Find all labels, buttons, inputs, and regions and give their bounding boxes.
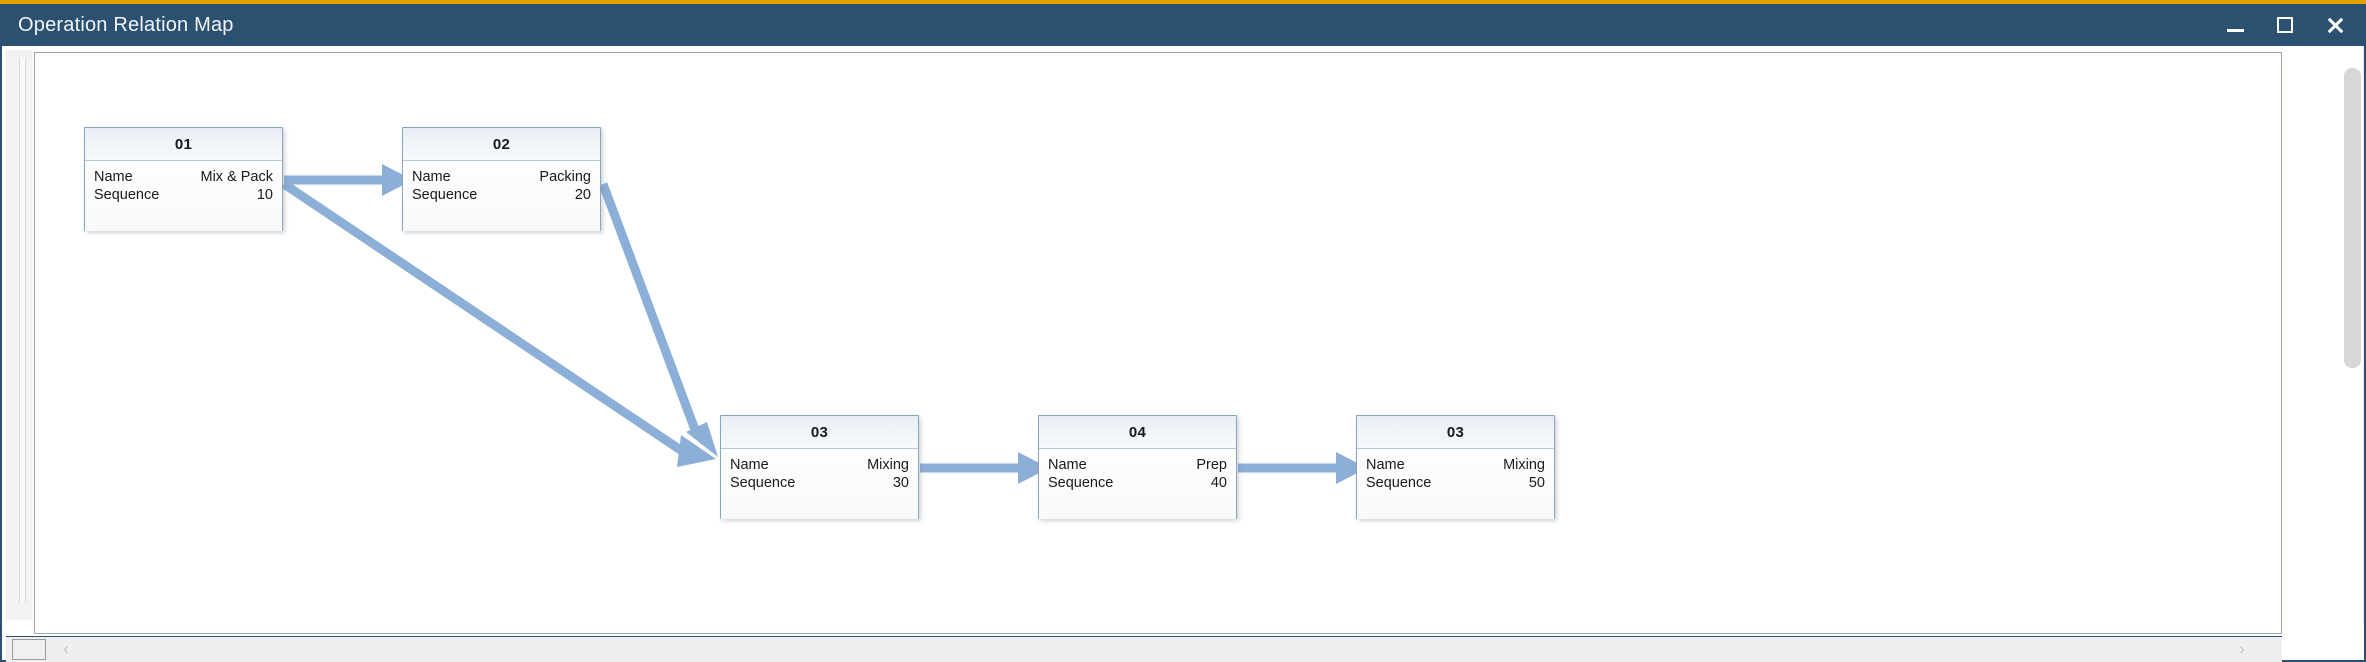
node-sequence-value: 50: [1528, 475, 1545, 491]
node-header-label: 04: [1128, 423, 1147, 441]
close-button[interactable]: [2312, 4, 2358, 46]
vertical-scrollbar[interactable]: [2340, 46, 2364, 624]
node-header: 04: [1039, 416, 1236, 449]
close-icon: [2326, 16, 2344, 34]
arrow-node-01-to-node-02: [284, 164, 413, 196]
minimize-icon: [2226, 28, 2244, 32]
node-name-label: Name: [94, 169, 133, 185]
diagram-canvas-container[interactable]: 01 Name Mix & Pack Sequence 10: [34, 52, 2282, 634]
node-header-label: 02: [492, 135, 511, 153]
node-row-name: Name Mixing: [730, 456, 909, 474]
node-body: Name Mixing Sequence 50: [1357, 449, 1554, 519]
window-title: Operation Relation Map: [18, 14, 234, 36]
node-row-name: Name Mix & Pack: [94, 168, 273, 186]
vertical-scrollbar-track[interactable]: [2363, 46, 2364, 624]
node-header: 03: [1357, 416, 1554, 449]
maximize-button[interactable]: [2262, 4, 2308, 46]
node-header: 02: [403, 128, 600, 161]
node-row-sequence: Sequence 50: [1366, 474, 1545, 492]
node-body: Name Packing Sequence 20: [403, 161, 600, 231]
node-header-label: 03: [810, 423, 829, 441]
arrow-node-04-to-node-05: [1238, 452, 1367, 484]
arrow-node-02-to-node-03: [598, 182, 718, 457]
node-header: 03: [721, 416, 918, 449]
node-row-name: Name Prep: [1048, 456, 1227, 474]
node-header: 01: [85, 128, 282, 161]
node-body: Name Mixing Sequence 30: [721, 449, 918, 519]
horizontal-scrollbar[interactable]: ‹ ›: [6, 636, 2282, 662]
node-body: Name Prep Sequence 40: [1039, 449, 1236, 519]
node-name-value: Mix & Pack: [200, 169, 273, 185]
splitter-grip[interactable]: [19, 58, 26, 603]
scroll-right-icon[interactable]: ›: [2239, 639, 2245, 658]
arrow-node-03-to-node-04: [920, 452, 1049, 484]
node-name-label: Name: [730, 457, 769, 473]
node-sequence-label: Sequence: [94, 187, 160, 203]
titlebar-accent-stripe: [0, 0, 2366, 4]
node-name-value: Prep: [1196, 457, 1227, 473]
node-body: Name Mix & Pack Sequence 10: [85, 161, 282, 231]
node-sequence-label: Sequence: [1366, 475, 1432, 491]
node-name-value: Mixing: [867, 457, 909, 473]
node-name-value: Mixing: [1503, 457, 1545, 473]
node-header-label: 03: [1446, 423, 1465, 441]
node-sequence-label: Sequence: [730, 475, 796, 491]
node-sequence-value: 20: [574, 187, 591, 203]
node-row-sequence: Sequence 20: [412, 186, 591, 204]
node-sequence-value: 40: [1210, 475, 1227, 491]
diagram-node[interactable]: 03 Name Mixing Sequence 50: [1356, 415, 1555, 519]
maximize-icon: [2277, 17, 2293, 33]
node-row-sequence: Sequence 30: [730, 474, 909, 492]
title-bar: Operation Relation Map: [0, 4, 2366, 46]
scroll-left-icon[interactable]: ‹: [63, 639, 69, 658]
node-name-label: Name: [412, 169, 451, 185]
node-row-name: Name Mixing: [1366, 456, 1545, 474]
node-row-sequence: Sequence 40: [1048, 474, 1227, 492]
diagram-canvas[interactable]: 01 Name Mix & Pack Sequence 10: [35, 53, 2281, 633]
node-name-value: Packing: [539, 169, 591, 185]
node-sequence-value: 30: [892, 475, 909, 491]
node-sequence-label: Sequence: [412, 187, 478, 203]
diagram-node[interactable]: 03 Name Mixing Sequence 30: [720, 415, 919, 519]
window-controls: [2212, 4, 2358, 46]
node-row-name: Name Packing: [412, 168, 591, 186]
diagram-node[interactable]: 04 Name Prep Sequence 40: [1038, 415, 1237, 519]
node-name-label: Name: [1366, 457, 1405, 473]
node-name-label: Name: [1048, 457, 1087, 473]
node-row-sequence: Sequence 10: [94, 186, 273, 204]
client-area: 01 Name Mix & Pack Sequence 10: [0, 46, 2366, 662]
node-sequence-label: Sequence: [1048, 475, 1114, 491]
node-header-label: 01: [174, 135, 193, 153]
minimize-button[interactable]: [2212, 4, 2258, 46]
left-splitter-gutter[interactable]: [6, 50, 32, 620]
diagram-node[interactable]: 02 Name Packing Sequence 20: [402, 127, 601, 231]
vertical-scrollbar-thumb[interactable]: [2344, 68, 2361, 368]
connection-arrows: [281, 164, 1367, 484]
diagram-node[interactable]: 01 Name Mix & Pack Sequence 10: [84, 127, 283, 231]
node-sequence-value: 10: [256, 187, 273, 203]
scrollbar-corner-box[interactable]: [12, 639, 46, 660]
